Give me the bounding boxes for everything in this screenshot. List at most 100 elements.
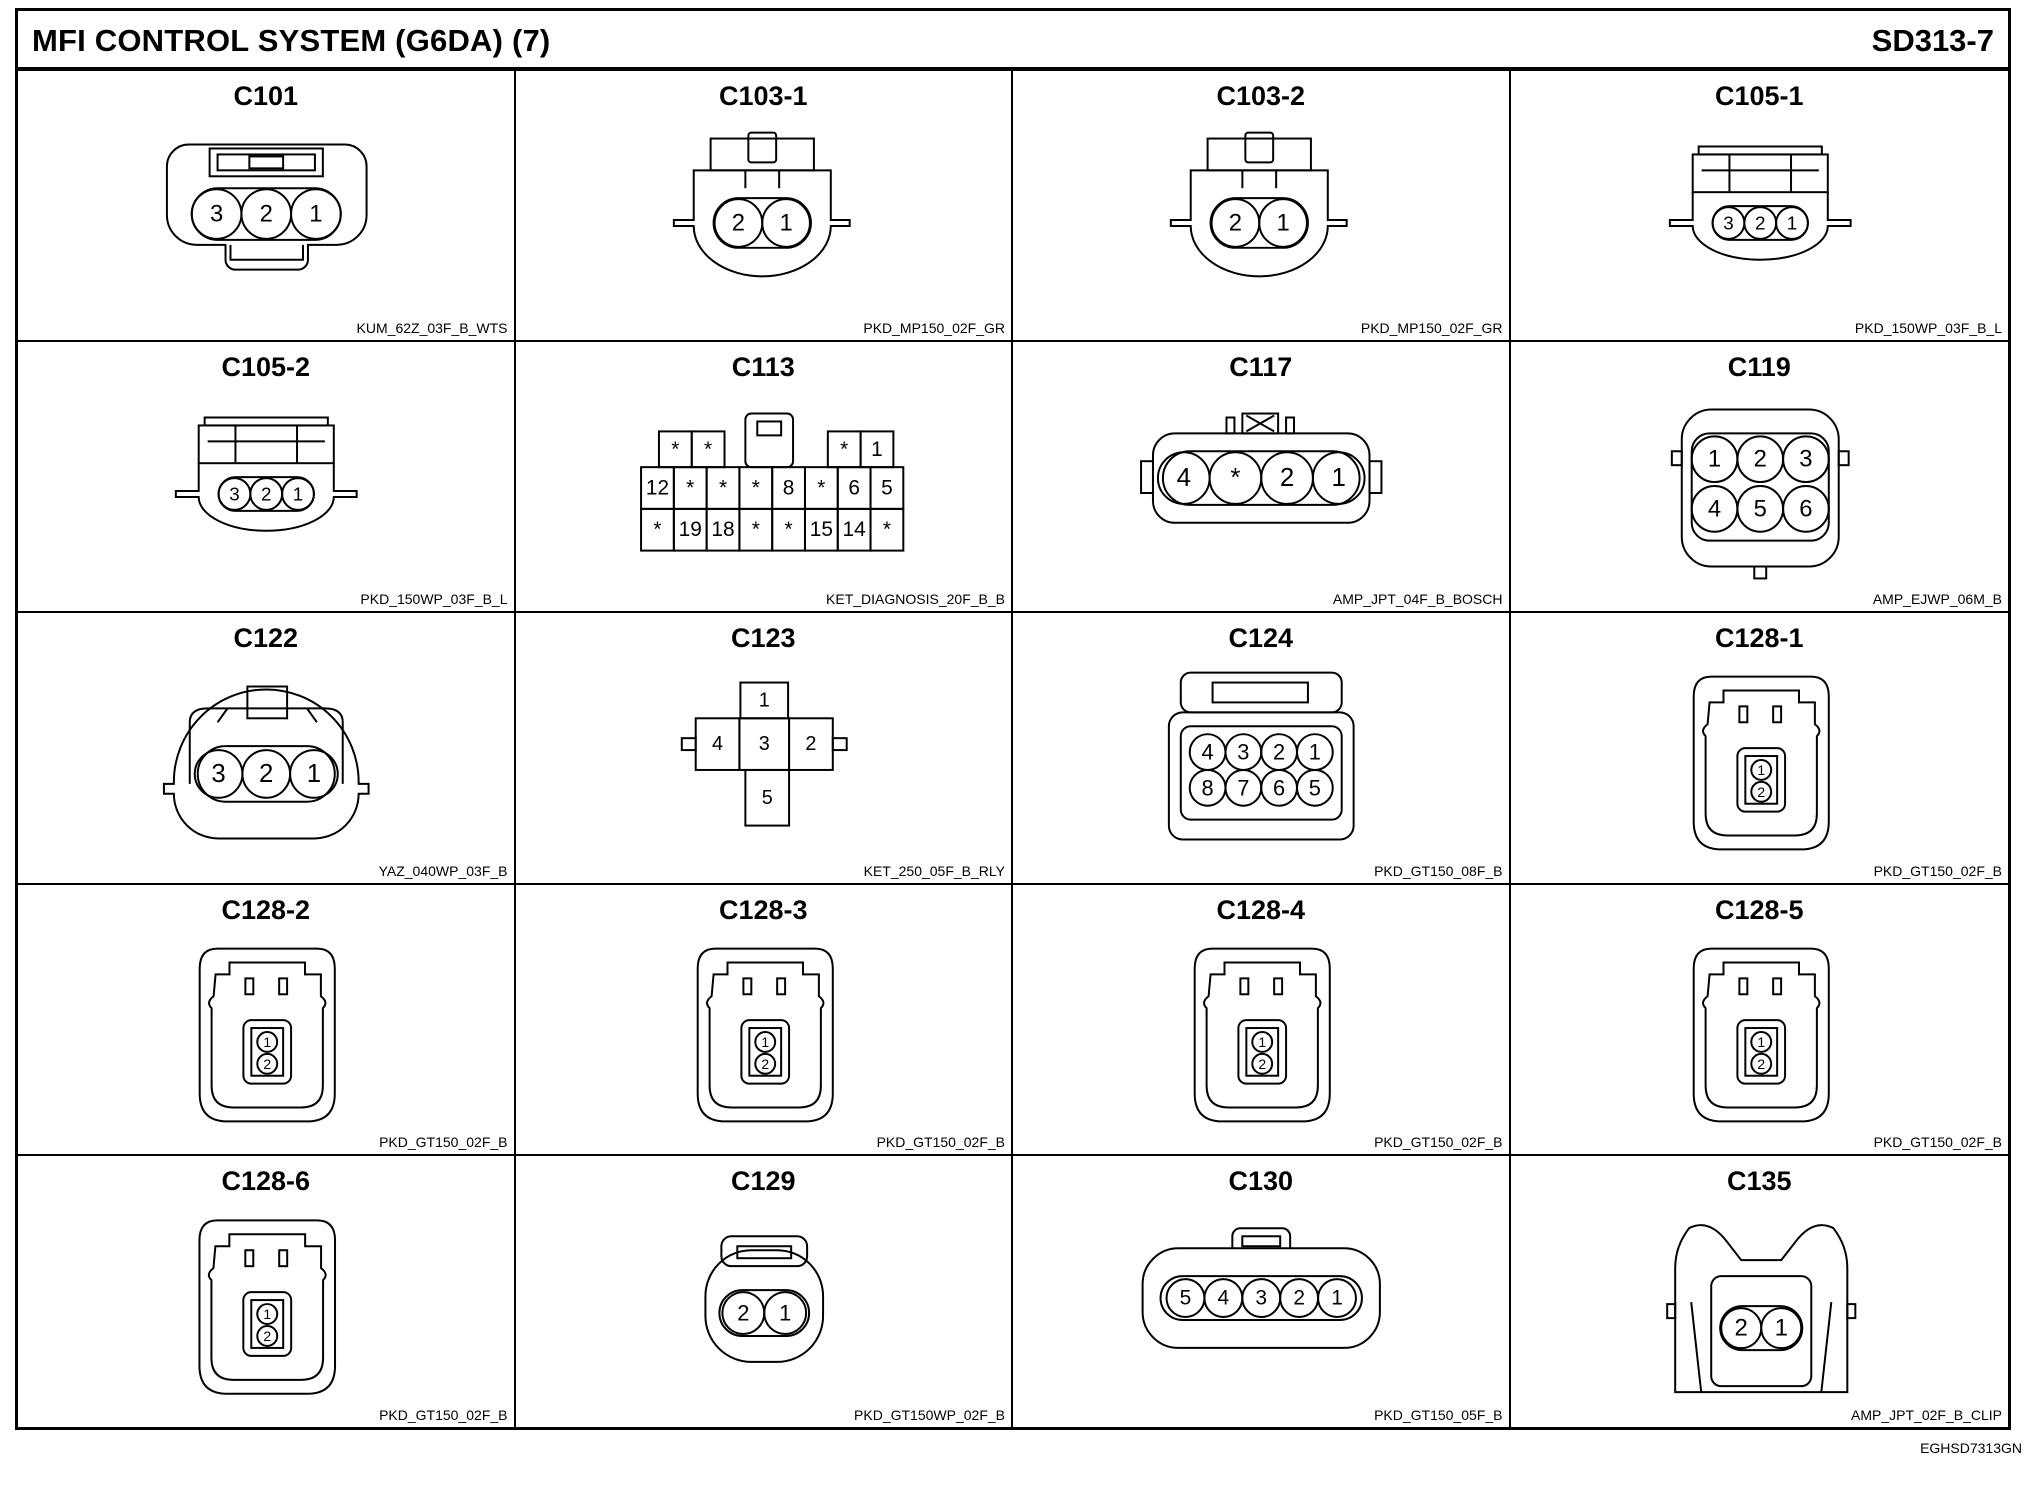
connector-outline bbox=[1668, 192, 1852, 261]
connector-outline bbox=[1670, 450, 1683, 467]
pin-label: * bbox=[1230, 464, 1240, 492]
pin-label: * bbox=[671, 438, 679, 461]
pin-label: * bbox=[704, 438, 712, 461]
pin-label: 2 bbox=[1293, 1286, 1305, 1309]
connector-outline bbox=[680, 737, 697, 752]
pin-label: * bbox=[817, 477, 825, 500]
header-bar: MFI CONTROL SYSTEM (G6DA) (7) SD313-7 bbox=[18, 11, 2008, 71]
connector-outline bbox=[746, 131, 777, 164]
connector-part-code: AMP_EJWP_06M_B bbox=[1872, 591, 2002, 608]
pin-cavity bbox=[1317, 1277, 1357, 1318]
pin-cavity bbox=[256, 1030, 279, 1053]
connector-outline bbox=[1169, 169, 1348, 278]
pin-label: 1 bbox=[779, 1300, 791, 1325]
connector-outline bbox=[755, 420, 782, 437]
pin-cavity bbox=[1251, 1052, 1274, 1075]
connector-outline bbox=[1140, 460, 1154, 495]
pin-label: 4 bbox=[1218, 1286, 1230, 1309]
connector-outline bbox=[1273, 976, 1284, 995]
pin-label: 3 bbox=[1255, 1286, 1267, 1309]
pin-label: 1 bbox=[1309, 740, 1321, 765]
pin-label: 3 bbox=[1723, 212, 1734, 233]
connector-part-code: PKD_GT150_02F_B bbox=[1873, 1133, 2002, 1150]
connector-part-code: PKD_MP150_02F_GR bbox=[1360, 320, 1503, 337]
connector-outline bbox=[1689, 1301, 1832, 1393]
page-title: MFI CONTROL SYSTEM (G6DA) (7) bbox=[32, 23, 551, 58]
connector-outline bbox=[703, 1249, 824, 1363]
pin-cavity bbox=[753, 1030, 776, 1053]
connector-outline bbox=[1673, 1223, 1848, 1393]
connector-outline bbox=[775, 976, 786, 995]
pin-label: 3 bbox=[758, 734, 769, 756]
connector-outline bbox=[1245, 414, 1275, 433]
connector-outline bbox=[1211, 681, 1309, 704]
pin-label: * bbox=[784, 518, 792, 541]
connector-name: C122 bbox=[233, 623, 299, 654]
pin-label: 14 bbox=[842, 518, 865, 541]
pin-cavity bbox=[256, 1324, 279, 1347]
connector-outline bbox=[1203, 961, 1322, 1109]
pin-label: 18 bbox=[711, 518, 734, 541]
connector-outline bbox=[208, 961, 327, 1109]
connector-name: C129 bbox=[730, 1165, 796, 1196]
pin-label: 2 bbox=[1229, 209, 1242, 236]
pin-cavity bbox=[1296, 769, 1334, 808]
connector-drawing: 12 bbox=[1692, 947, 1830, 1123]
pin-label: 5 bbox=[761, 787, 772, 809]
connector-name: C128-5 bbox=[1714, 894, 1804, 925]
pin-cavity bbox=[1781, 435, 1830, 484]
sheet-code: SD313-7 bbox=[1871, 23, 1994, 58]
connector-outline bbox=[306, 708, 318, 724]
connector-drawing: 12 bbox=[696, 947, 834, 1123]
connector-name: C105-1 bbox=[1714, 81, 1804, 111]
connector-outline bbox=[196, 745, 336, 804]
pin-cavity bbox=[859, 430, 894, 469]
connector-part-code: PKD_GT150WP_02F_B bbox=[854, 1407, 1005, 1423]
connector-outline bbox=[1691, 153, 1829, 194]
pin-label: 5 bbox=[1180, 1286, 1192, 1309]
pin-label: 4 bbox=[1177, 464, 1191, 492]
connector-name: C101 bbox=[233, 81, 299, 111]
connector-outline bbox=[1159, 1274, 1363, 1321]
connector-outline bbox=[831, 737, 848, 752]
connector-outline bbox=[278, 1249, 289, 1267]
connector-part-code: KUM_62Z_03F_B_WTS bbox=[356, 320, 508, 337]
pin-label: 8 bbox=[1202, 776, 1214, 801]
connector-outline bbox=[198, 947, 336, 1123]
connector-outline bbox=[1368, 460, 1383, 495]
pin-label: 1 bbox=[761, 1034, 769, 1050]
pin-label: 1 bbox=[309, 201, 322, 228]
connector-outline bbox=[1701, 961, 1820, 1109]
connector-outline bbox=[1743, 1026, 1778, 1077]
connector-outline bbox=[207, 1233, 327, 1381]
connector-outline bbox=[1206, 137, 1312, 172]
pin-cavity bbox=[1251, 1030, 1274, 1053]
connector-outline bbox=[747, 1026, 782, 1077]
pin-cavity bbox=[1749, 1052, 1772, 1075]
connector-name: C128-3 bbox=[718, 894, 808, 925]
pin-cavity bbox=[281, 477, 315, 512]
connector-part-code: PKD_GT150_05F_B bbox=[1374, 1407, 1503, 1423]
pin-cavity bbox=[1749, 781, 1772, 804]
connector-name: C135 bbox=[1726, 1165, 1792, 1196]
connector-part-code: PKD_GT150_02F_B bbox=[1873, 862, 2002, 879]
pin-label: * bbox=[751, 518, 759, 541]
pin-label: 1 bbox=[1786, 212, 1797, 233]
pin-label: 2 bbox=[1757, 1055, 1765, 1071]
connector-outline bbox=[1752, 565, 1767, 580]
connector-outline bbox=[174, 463, 358, 532]
pin-label: 5 bbox=[1753, 496, 1766, 523]
connector-part-code: AMP_JPT_04F_B_BOSCH bbox=[1332, 591, 1503, 608]
pin-cavity bbox=[762, 1290, 807, 1335]
